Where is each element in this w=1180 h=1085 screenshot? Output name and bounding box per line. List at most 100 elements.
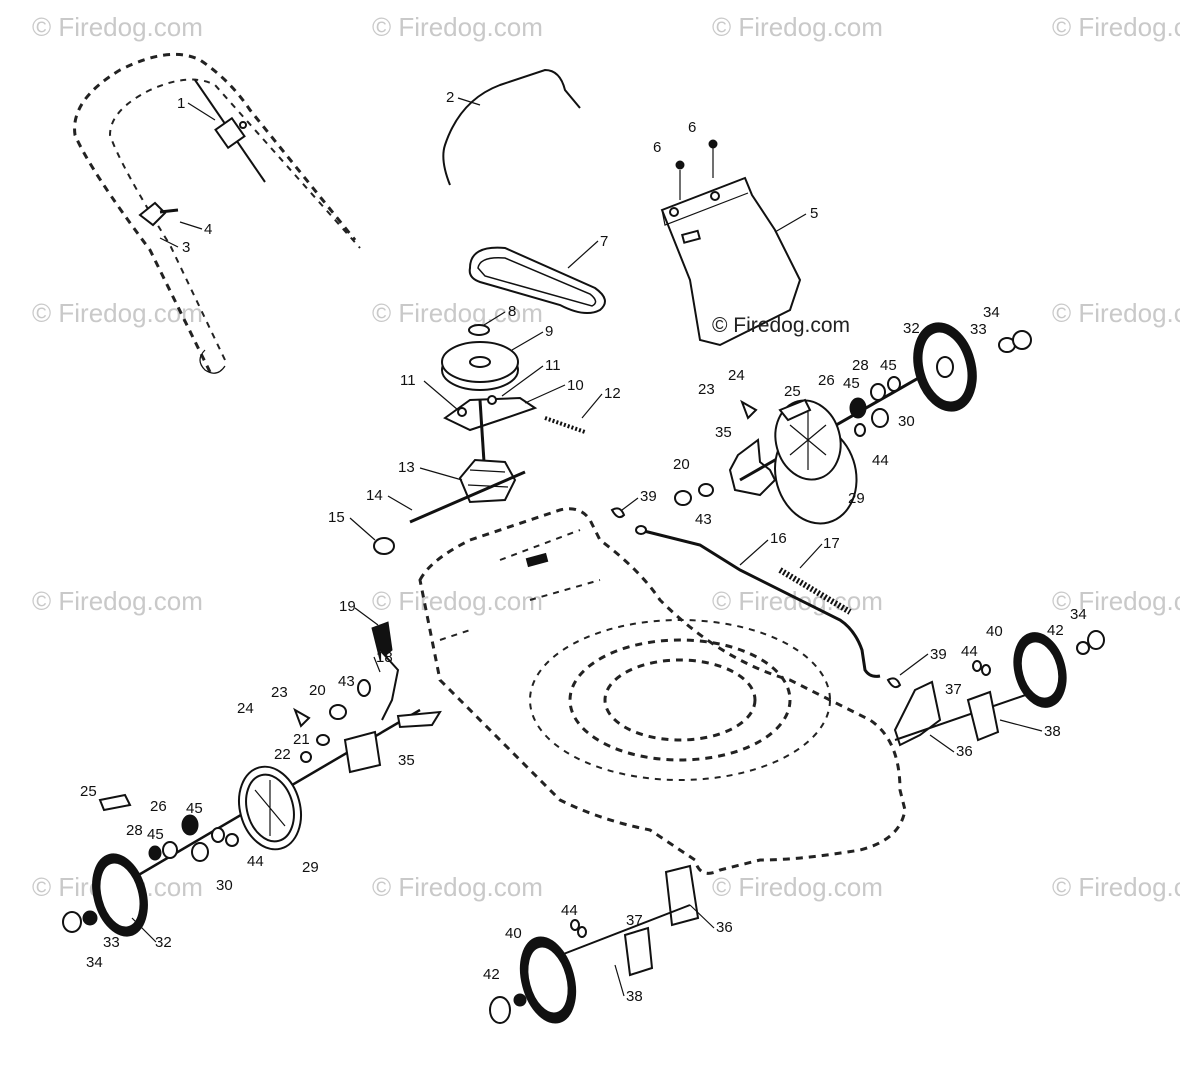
watermark-text: © Firedog.com xyxy=(372,872,543,902)
callout-label: 30 xyxy=(898,413,915,430)
watermark-text: © Firedog.com xyxy=(372,12,543,42)
callout-label: 34 xyxy=(983,304,1000,321)
callout-label: 33 xyxy=(103,934,120,951)
callout-label: 11 xyxy=(400,372,416,389)
watermark-text: © Firedog.com xyxy=(712,872,883,902)
watermark-text: © Firedog.com xyxy=(32,12,203,42)
clip-part xyxy=(610,507,902,689)
callout-label: 33 xyxy=(970,321,987,338)
callout-label: 25 xyxy=(784,383,801,400)
callout-label: 1 xyxy=(177,95,185,112)
callout-label: 26 xyxy=(818,372,835,389)
drive-rod-part xyxy=(635,525,881,678)
drive-belt-part xyxy=(468,246,606,315)
callout-label: 7 xyxy=(600,233,608,250)
callout-label: 12 xyxy=(604,385,621,402)
callout-label: 43 xyxy=(695,511,712,528)
watermark-text: © Firedog.com xyxy=(712,586,883,616)
callout-label: 23 xyxy=(698,381,715,398)
callout-label: 45 xyxy=(147,826,164,843)
watermark-text: © Firedog.com xyxy=(1052,298,1180,328)
callout-label: 24 xyxy=(237,700,254,717)
bail-part xyxy=(442,68,581,186)
callout-label: 30 xyxy=(216,877,233,894)
callout-label: 29 xyxy=(848,490,865,507)
callout-label: 36 xyxy=(716,919,733,936)
handle-outline xyxy=(73,52,361,374)
front-wheel-assembly-left xyxy=(489,864,700,1024)
callout-label: 20 xyxy=(309,682,326,699)
callout-label: 2 xyxy=(446,89,454,106)
callout-label: 18 xyxy=(376,649,393,666)
callout-label: 34 xyxy=(86,954,103,971)
washer-part xyxy=(373,537,395,555)
callout-label: 45 xyxy=(880,357,897,374)
callout-label: 45 xyxy=(186,800,203,817)
watermark-text: © Firedog.com xyxy=(1052,872,1180,902)
pulley-part xyxy=(441,324,519,391)
callout-label: 36 xyxy=(956,743,973,760)
callout-label: 44 xyxy=(561,902,578,919)
callout-label: 26 xyxy=(150,798,167,815)
callout-label: 43 xyxy=(338,673,355,690)
rear-wheel-assembly-right xyxy=(674,322,1032,525)
callout-label: 37 xyxy=(945,681,962,698)
callout-label: 29 xyxy=(302,859,319,876)
callout-label: 15 xyxy=(328,509,345,526)
callout-label: 39 xyxy=(930,646,947,663)
callout-label: 35 xyxy=(398,752,415,769)
callout-label: 44 xyxy=(961,643,978,660)
callout-label: 16 xyxy=(770,530,787,547)
watermark-text: © Firedog.com xyxy=(1052,12,1180,42)
callout-label: 28 xyxy=(126,822,143,839)
callout-label: 35 xyxy=(715,424,732,441)
front-wheel-assembly-right xyxy=(893,630,1105,747)
center-watermark: © Firedog.com xyxy=(712,314,850,337)
extension-spring-part xyxy=(778,567,852,615)
callout-label: 4 xyxy=(204,221,212,238)
callout-label: 32 xyxy=(155,934,172,951)
callout-label: 5 xyxy=(810,205,818,222)
transmission-part xyxy=(409,399,526,524)
transmission-bracket-part xyxy=(443,395,538,432)
watermark-text: © Firedog.com xyxy=(32,586,203,616)
callout-label: 44 xyxy=(247,853,264,870)
callout-label: 24 xyxy=(728,367,745,384)
callout-label: 22 xyxy=(274,746,291,763)
callout-label: 40 xyxy=(505,925,522,942)
callout-label: 32 xyxy=(903,320,920,337)
callout-label: 39 xyxy=(640,488,657,505)
watermark-text: © Firedog.com xyxy=(712,12,883,42)
watermark-text: © Firedog.com xyxy=(372,298,543,328)
spring-part xyxy=(544,416,586,434)
callout-label: 10 xyxy=(567,377,584,394)
callout-label: 9 xyxy=(545,323,553,340)
callout-label: 21 xyxy=(293,731,310,748)
callout-label: 40 xyxy=(986,623,1003,640)
callout-label: 11 xyxy=(545,357,561,374)
rear-wheel-assembly-left xyxy=(62,621,442,937)
callout-label: 17 xyxy=(823,535,840,552)
callout-label: 19 xyxy=(339,598,356,615)
switch-box-part xyxy=(194,79,266,183)
callout-label: 28 xyxy=(852,357,869,374)
callout-label: 6 xyxy=(688,119,696,136)
leader-lines xyxy=(131,97,1043,997)
watermark-layer: © Firedog.com © Firedog.com © Firedog.co… xyxy=(32,12,1180,902)
callout-label: 42 xyxy=(1047,622,1064,639)
callout-label: 45 xyxy=(843,375,860,392)
watermark-text: © Firedog.com xyxy=(32,298,203,328)
mower-deck-outline xyxy=(418,507,907,875)
handle-bracket-part xyxy=(138,201,179,227)
callout-label: 13 xyxy=(398,459,415,476)
callout-label: 34 xyxy=(1070,606,1087,623)
watermark-text: © Firedog.com xyxy=(1052,586,1180,616)
callout-label: 38 xyxy=(626,988,643,1005)
callout-label: 23 xyxy=(271,684,288,701)
rear-deflector-part xyxy=(660,139,802,347)
callout-label: 20 xyxy=(673,456,690,473)
callout-label: 6 xyxy=(653,139,661,156)
callout-label: 44 xyxy=(872,452,889,469)
callout-label: 3 xyxy=(182,239,190,256)
